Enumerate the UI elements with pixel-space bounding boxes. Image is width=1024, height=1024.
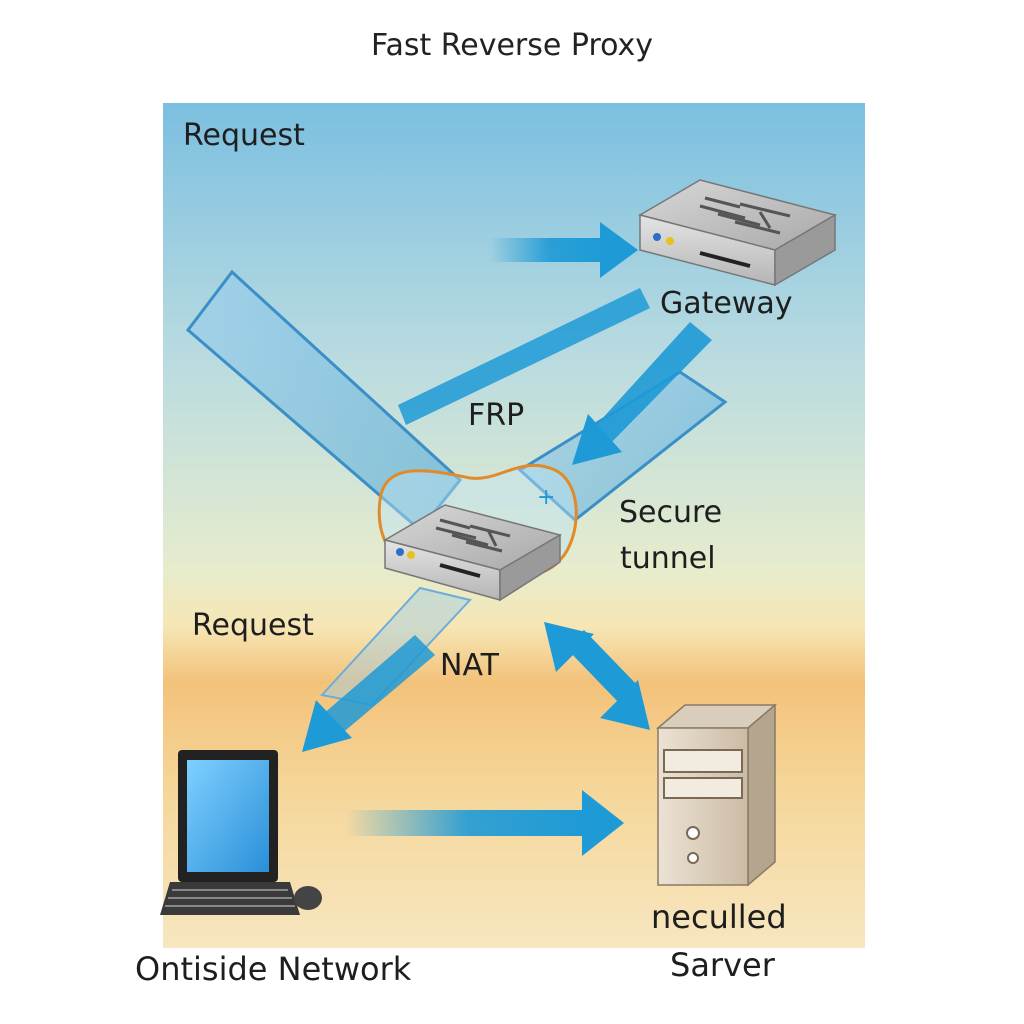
arrow-gateway-to-tunnel [398,288,650,425]
tunnel-tube-left [185,269,463,533]
frp-label: FRP [468,398,525,433]
request-label-top: Request [183,118,305,153]
laptop-icon [160,750,322,915]
gateway-label: Gateway [660,286,793,321]
nat-label: NAT [440,648,499,683]
outside-network-label: Ontiside Network [135,950,412,988]
arrow-gateway-to-frp [572,322,712,465]
server-label-line1: neculled [651,898,787,936]
server-tower-icon [655,703,778,887]
plus-icon: + [537,485,555,510]
arrow-request-to-gateway [490,222,638,278]
diagram-title: Fast Reverse Proxy [370,28,654,63]
secure-tunnel-label-line1: Secure [619,495,723,530]
arrow-frp-to-outside [302,635,435,752]
server-label-line2: Sarver [670,946,775,984]
frp-router-icon: + [383,485,562,602]
arrow-nat-server-bidirectional [544,622,650,730]
gateway-router-icon [638,179,837,287]
arrow-laptop-to-server [345,790,624,856]
request-label-bottom: Request [192,608,314,643]
secure-tunnel-label-line2: tunnel [620,541,716,576]
